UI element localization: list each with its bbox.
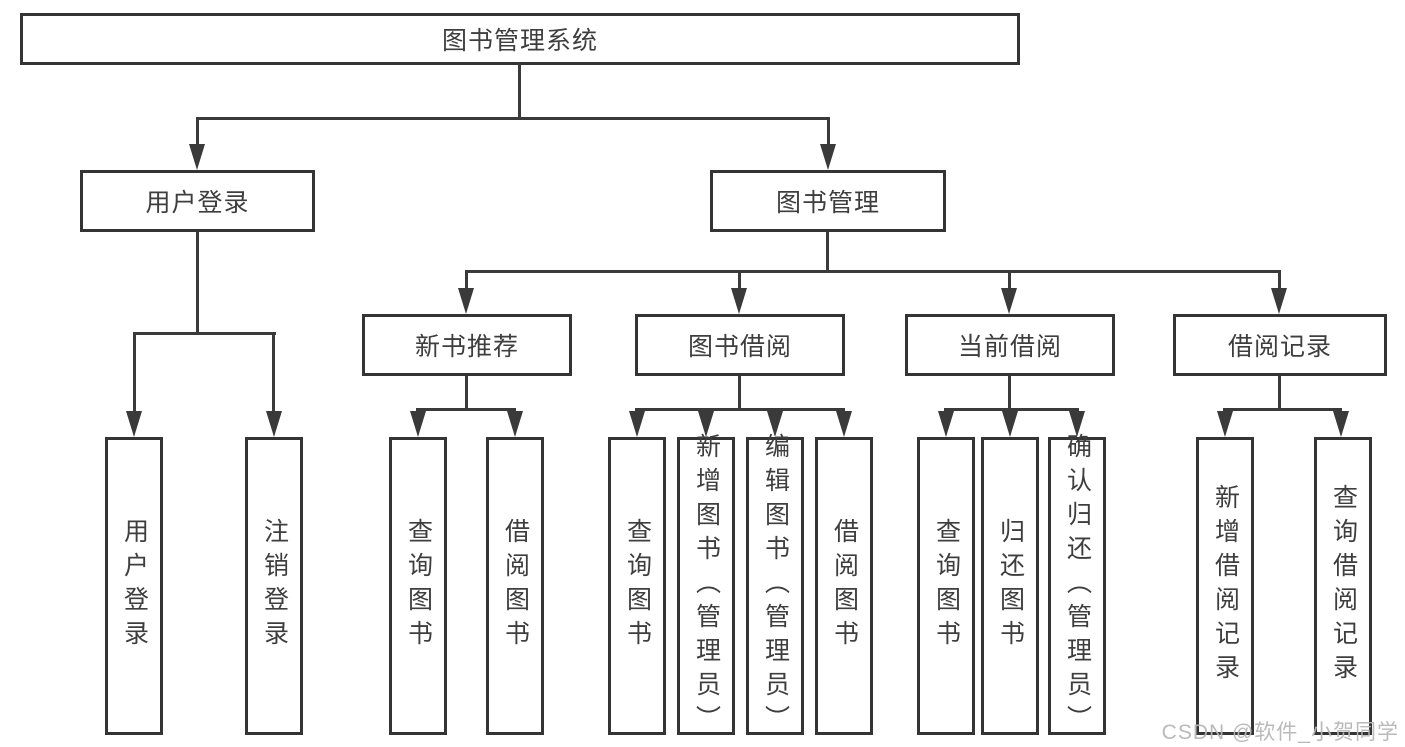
node-label: 图书管理系统 (441, 27, 598, 55)
node-current-borrowing: 当前借阅 (905, 314, 1115, 376)
leaf-label: 新增借阅记录 (1211, 484, 1240, 688)
arrow-down-icon (1333, 411, 1349, 437)
node-label: 新书推荐 (414, 333, 519, 361)
leaf-query-books-borrowing: 查询图书 (608, 437, 666, 735)
connector-drop (1278, 270, 1281, 292)
node-book-borrowing: 图书借阅 (635, 314, 845, 376)
leaf-add-borrow-record: 新增借阅记录 (1196, 437, 1254, 735)
leaf-label: 查询图书 (404, 518, 433, 654)
leaf-edit-books-admin: 编辑图书（管理员） (746, 433, 804, 739)
node-label: 用户登录 (145, 189, 250, 217)
connector-level3-bus (465, 270, 1281, 273)
connector-bus (944, 408, 1079, 411)
connector-drop (1008, 270, 1011, 292)
connector-bus (1223, 408, 1341, 411)
connector-drop-book-mgmt (827, 117, 830, 150)
connector-user-login-bus (133, 332, 276, 335)
leaf-return-books: 归还图书 (981, 437, 1039, 735)
arrow-down-icon (836, 411, 852, 437)
arrow-down-icon (698, 411, 714, 437)
leaf-label: 查询借阅记录 (1329, 484, 1358, 688)
arrow-down-icon (1271, 288, 1287, 314)
node-user-login: 用户登录 (80, 170, 315, 232)
leaf-label: 归还图书 (996, 518, 1025, 654)
connector-stem (738, 376, 741, 410)
connector-bus (416, 408, 516, 411)
arrow-down-icon (507, 411, 523, 437)
connector-user-login-stem (196, 232, 199, 335)
leaf-label: 注销登录 (260, 518, 289, 654)
leaf-confirm-return-admin: 确认归还（管理员） (1048, 433, 1106, 739)
arrow-down-icon (1001, 288, 1017, 314)
arrow-down-icon (126, 411, 142, 437)
arrow-down-icon (189, 144, 205, 170)
connector-book-mgmt-stem (826, 232, 829, 273)
arrow-down-icon (410, 411, 426, 437)
leaf-user-login: 用户登录 (105, 437, 163, 735)
node-label: 当前借阅 (957, 333, 1062, 361)
leaf-borrow-books: 借阅图书 (815, 437, 873, 735)
leaf-label: 新增图书（管理员） (692, 433, 721, 739)
leaf-label: 借阅图书 (830, 518, 859, 654)
node-label: 借阅记录 (1227, 333, 1332, 361)
arrow-down-icon (731, 288, 747, 314)
csdn-watermark: CSDN @软件_小贺同学 (1161, 721, 1399, 744)
node-library-management-system: 图书管理系统 (20, 13, 1020, 65)
arrow-down-icon (1069, 411, 1085, 437)
leaf-label: 查询图书 (932, 518, 961, 654)
leaf-label: 借阅图书 (501, 518, 530, 654)
leaf-logout: 注销登录 (245, 437, 303, 735)
node-new-book-recommend: 新书推荐 (362, 314, 572, 376)
arrow-down-icon (458, 288, 474, 314)
connector-drop (738, 270, 741, 292)
leaf-label: 用户登录 (120, 518, 149, 654)
leaf-add-books-admin: 新增图书（管理员） (677, 433, 735, 739)
connector-bus (635, 408, 845, 411)
connector-drop (465, 270, 468, 292)
leaf-query-borrow-record: 查询借阅记录 (1314, 437, 1372, 735)
arrow-down-icon (1217, 411, 1233, 437)
leaf-label: 编辑图书（管理员） (761, 433, 790, 739)
leaf-borrow-books-recommend: 借阅图书 (486, 437, 544, 735)
connector-root-stem (518, 63, 521, 119)
connector-stem (465, 376, 468, 410)
arrow-down-icon (938, 411, 954, 437)
node-label: 图书管理 (775, 189, 880, 217)
arrow-down-icon (1002, 411, 1018, 437)
leaf-label: 确认归还（管理员） (1063, 433, 1092, 739)
leaf-query-books-current: 查询图书 (917, 437, 975, 735)
connector-drop-user-login (196, 117, 199, 150)
connector-drop (272, 332, 275, 414)
leaf-label: 查询图书 (623, 518, 652, 654)
arrow-down-icon (767, 411, 783, 437)
arrow-down-icon (266, 411, 282, 437)
connector-drop (133, 332, 136, 414)
connector-level2-bus (196, 117, 830, 120)
node-label: 图书借阅 (687, 333, 792, 361)
arrow-down-icon (629, 411, 645, 437)
leaf-query-books-recommend: 查询图书 (389, 437, 447, 735)
node-borrowing-records: 借阅记录 (1173, 314, 1387, 376)
connector-stem (1008, 376, 1011, 410)
connector-stem (1278, 376, 1281, 410)
arrow-down-icon (820, 144, 836, 170)
node-book-management: 图书管理 (710, 170, 946, 232)
